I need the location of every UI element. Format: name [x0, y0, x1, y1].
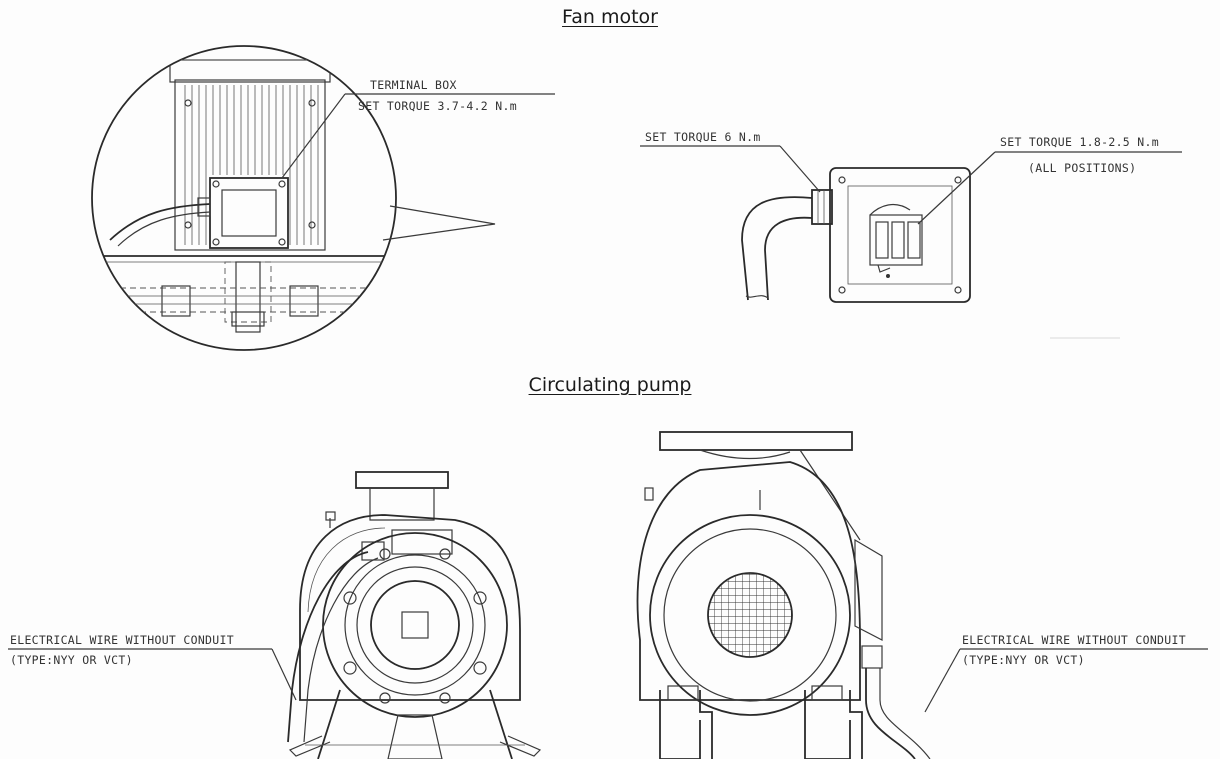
wire-right-label-line1: ELECTRICAL WIRE WITHOUT CONDUIT	[962, 633, 1186, 647]
fan-motor-detail-view	[91, 45, 555, 351]
terminal-torque-label: SET TORQUE 1.8-2.5 N.m	[1000, 135, 1159, 149]
fan-motor-title: Fan motor	[562, 6, 658, 28]
gland-torque-label: SET TORQUE 6 N.m	[645, 130, 761, 144]
wire-right-label-line2: (TYPE:NYY OR VCT)	[962, 653, 1085, 667]
circulating-pump-title: Circulating pump	[528, 374, 692, 396]
pump-left-view	[8, 471, 542, 759]
terminal-box-label: TERMINAL BOX	[370, 78, 457, 92]
fan-motor-heading: Fan motor	[0, 6, 1220, 28]
circulating-pump-heading: Circulating pump	[0, 374, 1220, 396]
wire-left-label-line1: ELECTRICAL WIRE WITHOUT CONDUIT	[10, 633, 234, 647]
fan-terminal-detail-view	[640, 145, 1182, 339]
terminal-box-torque-label: SET TORQUE 3.7-4.2 N.m	[358, 99, 517, 113]
all-positions-label: (ALL POSITIONS)	[1028, 161, 1136, 175]
pump-right-view	[636, 431, 1208, 759]
wire-left-label-line2: (TYPE:NYY OR VCT)	[10, 653, 133, 667]
